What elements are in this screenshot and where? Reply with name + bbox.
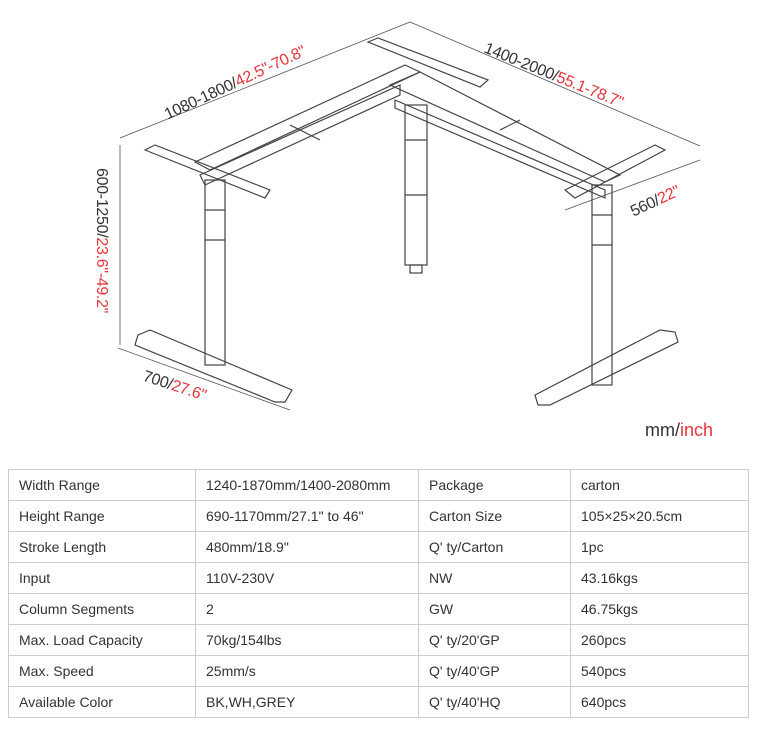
spec-label: Q' ty/40'GP: [418, 655, 571, 687]
spec-label: Q' ty/40'HQ: [418, 686, 571, 718]
spec-value: carton: [570, 469, 749, 501]
spec-label: Stroke Length: [8, 531, 196, 563]
spec-label: Column Segments: [8, 593, 196, 625]
spec-value: 110V-230V: [195, 562, 419, 594]
spec-value: 46.75kgs: [570, 593, 749, 625]
spec-value: 640pcs: [570, 686, 749, 718]
spec-value: 105×25×20.5cm: [570, 500, 749, 532]
spec-label: Width Range: [8, 469, 196, 501]
spec-value: 260pcs: [570, 624, 749, 656]
spec-value: 1pc: [570, 531, 749, 563]
spec-value: 2: [195, 593, 419, 625]
dim-height: 600-1250/23.6"-49.2": [92, 168, 110, 313]
spec-label: GW: [418, 593, 571, 625]
top-frame: [143, 37, 667, 199]
units-mm: mm/: [645, 420, 680, 440]
spec-value: BK,WH,GREY: [195, 686, 419, 718]
spec-value: 25mm/s: [195, 655, 419, 687]
spec-value: 480mm/18.9": [195, 531, 419, 563]
legs: [204, 104, 613, 386]
dim-mm: 600-1250/: [93, 168, 110, 238]
spec-label: Max. Speed: [8, 655, 196, 687]
dim-inch: 23.6"-49.2": [93, 237, 110, 314]
units-inch: inch: [680, 420, 714, 440]
spec-label: Carton Size: [418, 500, 571, 532]
spec-value: 1240-1870mm/1400-2080mm: [195, 469, 419, 501]
spec-label: Input: [8, 562, 196, 594]
spec-label: Max. Load Capacity: [8, 624, 196, 656]
spec-label: Height Range: [8, 500, 196, 532]
spec-label: NW: [418, 562, 571, 594]
spec-value: 690-1170mm/27.1" to 46": [195, 500, 419, 532]
spec-value: 70kg/154lbs: [195, 624, 419, 656]
spec-label: Available Color: [8, 686, 196, 718]
feet: [134, 329, 679, 406]
spec-value: 43.16kgs: [570, 562, 749, 594]
spec-label: Package: [418, 469, 571, 501]
desk-frame-drawing: [117, 21, 701, 411]
units-legend: mm/inch: [645, 420, 713, 441]
spec-label: Q' ty/20'GP: [418, 624, 571, 656]
dimension-lines: [117, 21, 701, 411]
spec-label: Q' ty/Carton: [418, 531, 571, 563]
spec-value: 540pcs: [570, 655, 749, 687]
